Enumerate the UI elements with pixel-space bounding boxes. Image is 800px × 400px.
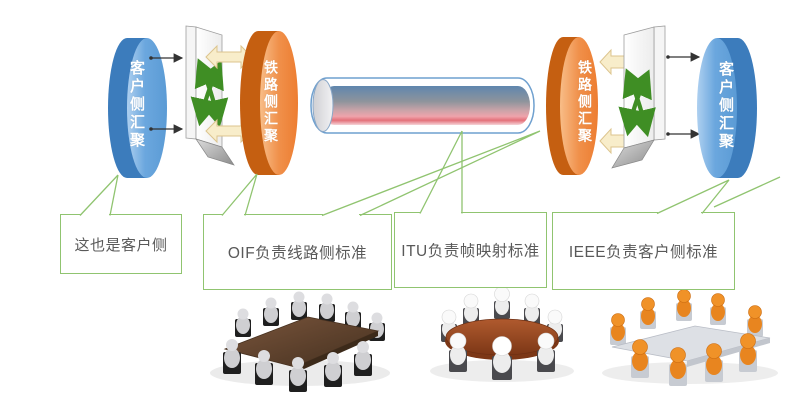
transport-tube (310, 77, 535, 134)
left-customer-cylinder-label: 客户侧汇聚 (128, 60, 145, 150)
table-orange-figures-image (602, 289, 778, 386)
callout-ieee-note: IEEE负责客户侧标准 (552, 212, 735, 290)
left-crossed-arrows-icon (190, 58, 229, 128)
left-line-cylinder (240, 31, 298, 175)
callout-itu-note-text: ITU负责帧映射标准 (401, 243, 540, 260)
right-customer-cylinder (697, 38, 757, 178)
right-line-cylinder-label: 铁路侧汇聚 (577, 59, 593, 145)
right-line-cylinder (546, 37, 598, 175)
roundtable-white-figures-image (430, 286, 574, 382)
callout-itu-note: ITU负责帧映射标准 (394, 212, 547, 288)
boardroom-gray-figures-image (210, 291, 390, 392)
left-line-cylinder-label: 铁路侧汇聚 (263, 59, 279, 145)
right-customer-cylinder-label: 客户侧汇聚 (717, 61, 734, 151)
right-crossed-arrows-icon (618, 68, 656, 138)
left-customer-cylinder (108, 38, 167, 178)
right-connector-arrows (666, 52, 701, 139)
callout-oif-note: OIF负责线路侧标准 (203, 214, 392, 290)
callout-ieee-note-text: IEEE负责客户侧标准 (568, 244, 719, 261)
left-connector-arrows (149, 53, 184, 134)
callout-customer-note: 这也是客户侧 (60, 214, 182, 274)
callout-oif-note-text: OIF负责线路侧标准 (227, 245, 368, 262)
callout-customer-note-text: 这也是客户侧 (74, 236, 168, 254)
